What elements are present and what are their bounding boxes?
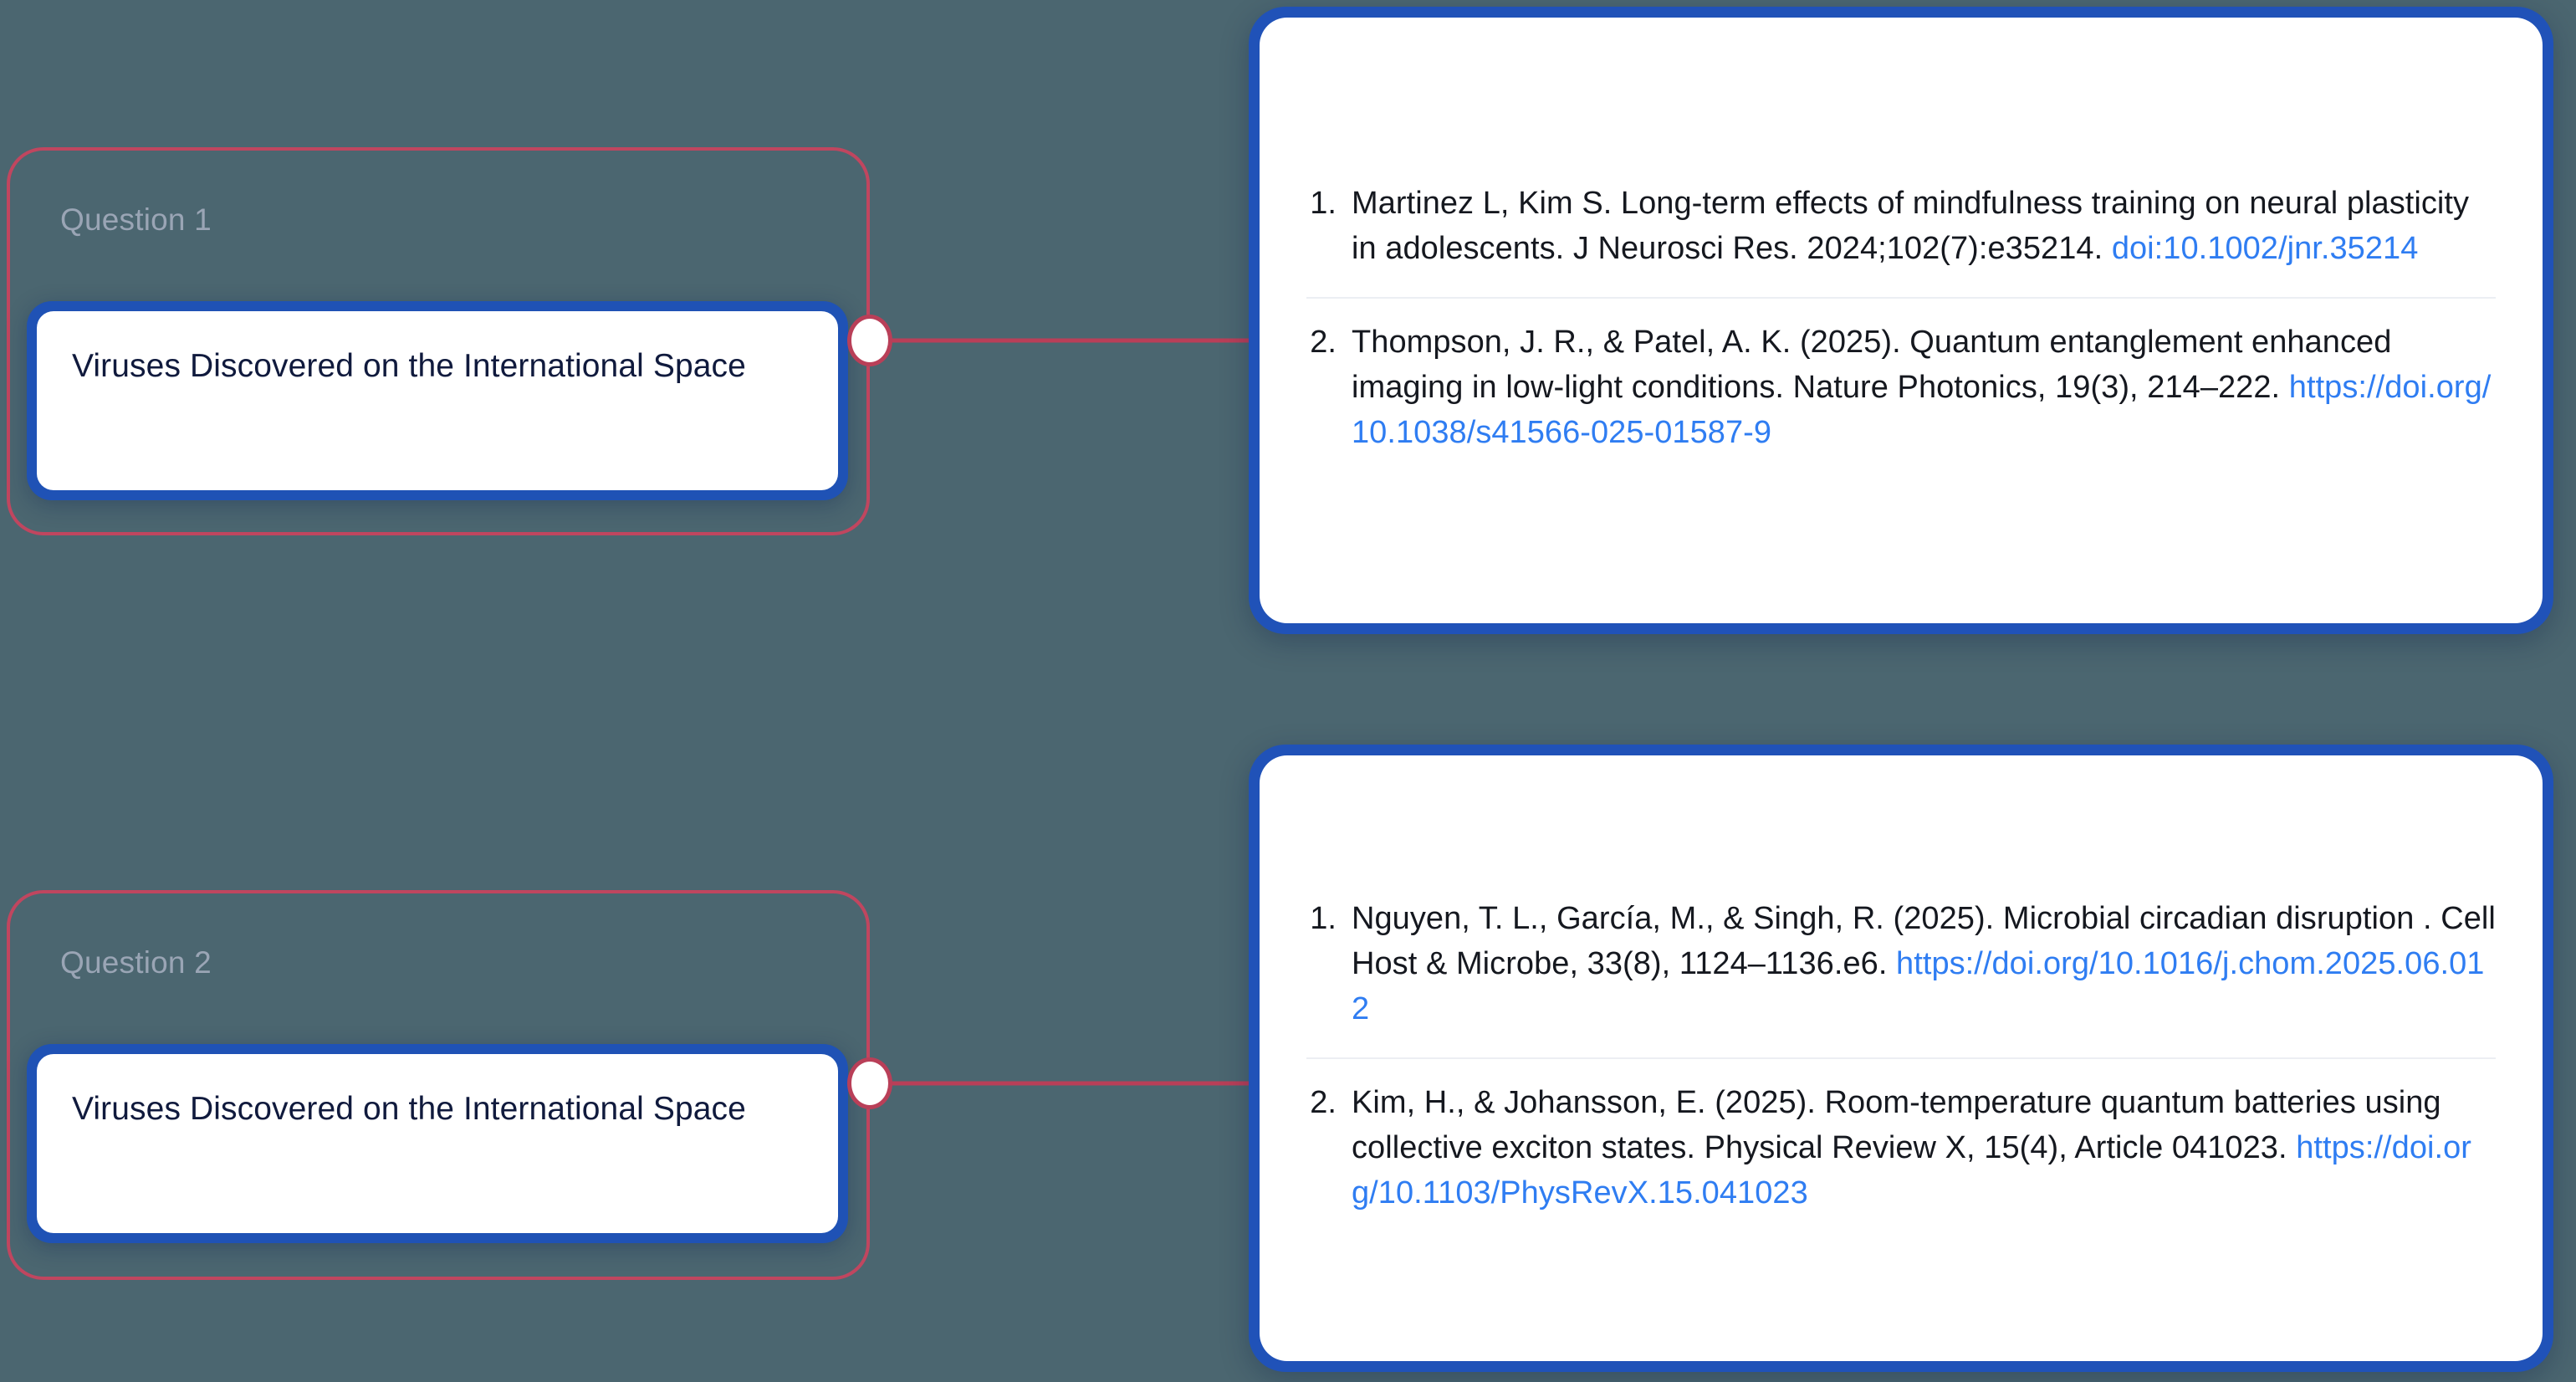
citation-text: Kim, H., & Johansson, E. (2025). Room-te… [1352,1081,2496,1216]
answer-card-2[interactable]: 1. Nguyen, T. L., García, M., & Singh, R… [1249,745,2553,1372]
citation-marker: 1. [1310,186,1337,222]
answer-card-surface-2: 1. Nguyen, T. L., García, M., & Singh, R… [1260,755,2543,1361]
citation-body: Kim, H., & Johansson, E. (2025). Room-te… [1352,1085,2441,1165]
question-label-2: Question 2 [60,945,212,980]
answer-card-1[interactable]: 1. Martinez L, Kim S. Long-term effects … [1249,7,2553,634]
connector-dot-1[interactable] [847,315,892,366]
question-node-surface-2: Viruses Discovered on the International … [37,1054,838,1233]
citation-item[interactable]: 1. Martinez L, Kim S. Long-term effects … [1306,160,2496,297]
citation-body: Nguyen, T. L., García, M., & Singh, R. (… [1352,901,2496,982]
citation-text: Martinez L, Kim S. Long-term effects of … [1352,182,2496,272]
citation-body: Martinez L, Kim S. Long-term effects of … [1352,186,2470,267]
citation-marker: 2. [1310,325,1337,361]
citation-list-2: 1. Nguyen, T. L., García, M., & Singh, R… [1306,875,2496,1241]
citation-doi-link[interactable]: https://doi.org/10.1038/s41566-025-01587… [1352,369,2492,450]
citation-item[interactable]: 2. Thompson, J. R., & Patel, A. K. (2025… [1306,297,2496,481]
citation-text: Nguyen, T. L., García, M., & Singh, R. (… [1352,897,2496,1032]
citation-doi-link[interactable]: doi:10.1002/jnr.35214 [2111,231,2419,267]
question-node-text-1: Viruses Discovered on the International … [72,348,746,384]
citation-doi-link[interactable]: https://doi.org/10.1103/PhysRevX.15.0410… [1352,1129,2472,1211]
question-group-2[interactable]: Question 2 Viruses Discovered on the Int… [7,890,870,1280]
question-node-1[interactable]: Viruses Discovered on the International … [27,301,848,500]
citation-doi-link[interactable]: https://doi.org/10.1016/j.chom.2025.06.0… [1352,946,2485,1027]
citation-marker: 1. [1310,901,1337,937]
citation-item[interactable]: 1. Nguyen, T. L., García, M., & Singh, R… [1306,875,2496,1057]
question-node-surface-1: Viruses Discovered on the International … [37,311,838,490]
question-label-1: Question 1 [60,202,212,237]
citation-list-1: 1. Martinez L, Kim S. Long-term effects … [1306,160,2496,481]
citation-item[interactable]: 2. Kim, H., & Johansson, E. (2025). Room… [1306,1057,2496,1241]
citation-body: Thompson, J. R., & Patel, A. K. (2025). … [1352,325,2392,405]
question-node-2[interactable]: Viruses Discovered on the International … [27,1044,848,1243]
question-group-1[interactable]: Question 1 Viruses Discovered on the Int… [7,147,870,535]
answer-card-surface-1: 1. Martinez L, Kim S. Long-term effects … [1260,18,2543,623]
question-node-text-2: Viruses Discovered on the International … [72,1091,746,1127]
citation-text: Thompson, J. R., & Patel, A. K. (2025). … [1352,320,2496,456]
citation-marker: 2. [1310,1085,1337,1120]
connector-dot-2[interactable] [847,1057,892,1109]
